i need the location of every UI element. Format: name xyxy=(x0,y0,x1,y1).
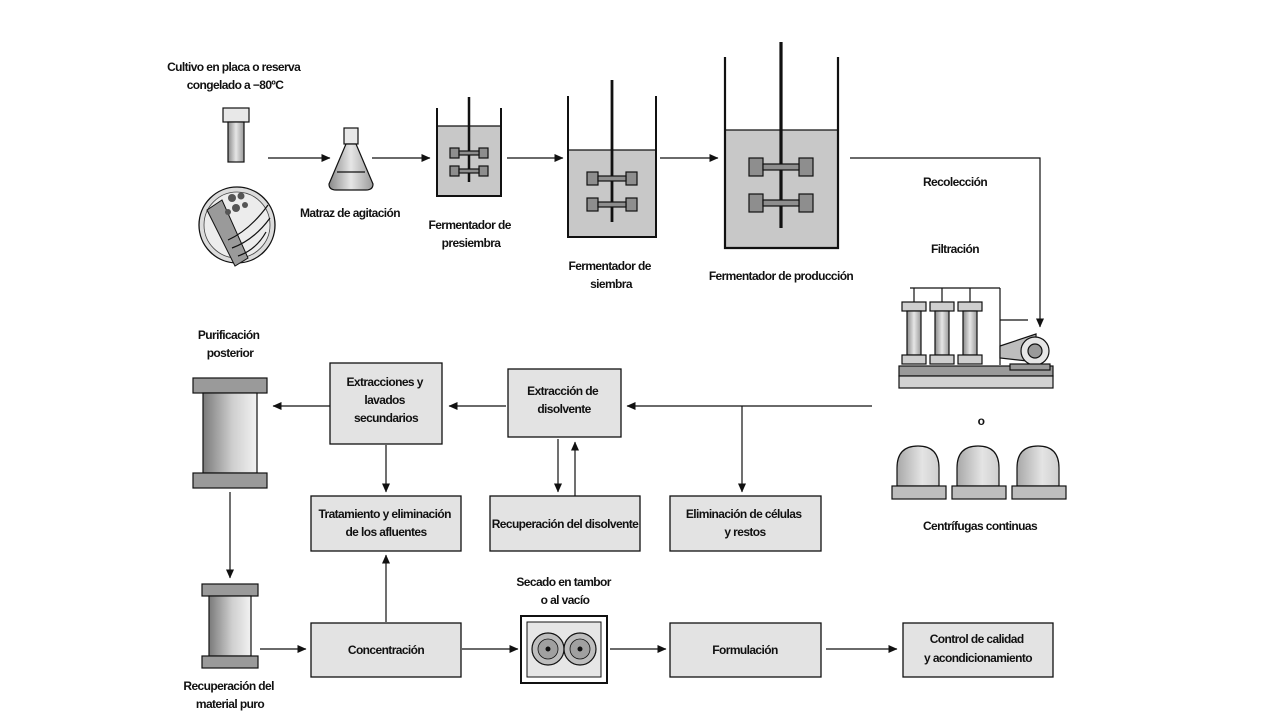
label-or: o xyxy=(978,414,985,428)
label-shake-flask: Matraz de agitación xyxy=(300,206,400,220)
filter-press-icon xyxy=(898,287,1054,389)
box-concentration: Concentración xyxy=(310,622,462,678)
box-formulation: Formulación xyxy=(669,622,822,678)
label-seed-fermenter: Fermentador de siembra xyxy=(568,259,653,291)
svg-text:Eliminación de células y: Eliminación de células y restos xyxy=(686,507,804,539)
svg-text:Recuperación del disolvente: Recuperación del disolvente xyxy=(492,517,639,531)
box-effluent-treatment: Tratamiento y eliminación de los afluent… xyxy=(310,495,462,552)
svg-text:Extracción de disolvente: Extracción de disolvente xyxy=(527,384,601,416)
seed-fermenter-icon xyxy=(567,80,657,238)
drum-dryer-icon xyxy=(520,615,608,684)
svg-text:Control de calidad y aco: Control de calidad y acondicionamiento xyxy=(924,632,1032,665)
label-preseed-fermenter: Fermentador de presiembra xyxy=(428,218,513,250)
preseed-fermenter-icon xyxy=(436,97,502,197)
box-secondary-extractions: Extracciones y lavados secundarios xyxy=(329,362,443,445)
label-continuous-centrifuges: Centrífugas continuas xyxy=(923,519,1038,533)
recovery-column-icon xyxy=(201,583,259,669)
box-solvent-recovery: Recuperación del disolvente xyxy=(489,495,641,552)
label-production-fermenter: Fermentador de producción xyxy=(709,269,854,283)
arrow-production-to-harvest xyxy=(850,157,1044,328)
box-quality-control: Control de calidad y acondicionamiento xyxy=(902,622,1054,678)
label-filtration: Filtración xyxy=(931,242,979,256)
centrifuges-icon xyxy=(891,445,1067,500)
box-solvent-extraction: Extracción de disolvente xyxy=(507,368,622,438)
label-pure-recovery: Recuperación del material puro xyxy=(183,679,276,711)
flow-arrows xyxy=(226,154,1044,653)
svg-text:Tratamiento y eliminación: Tratamiento y eliminación de los afluent… xyxy=(318,507,453,539)
label-drum-drying: Secado en tambor o al vacío xyxy=(516,575,613,607)
purification-column-icon xyxy=(192,377,268,489)
culture-vial-icon xyxy=(222,107,250,163)
label-culture: Cultivo en placa o reserva congelado a −… xyxy=(167,60,303,92)
shake-flask-icon xyxy=(328,127,374,191)
production-fermenter-icon xyxy=(723,42,840,250)
petri-dish-icon xyxy=(198,186,276,267)
svg-text:Concentración: Concentración xyxy=(348,643,424,657)
label-post-purification: Purificación posterior xyxy=(198,328,262,360)
label-harvest: Recolección xyxy=(923,175,987,189)
svg-text:Formulación: Formulación xyxy=(712,643,778,657)
svg-text:Extracciones y lavados: Extracciones y lavados secundarios xyxy=(346,375,425,425)
box-cell-removal: Eliminación de células y restos xyxy=(669,495,822,552)
